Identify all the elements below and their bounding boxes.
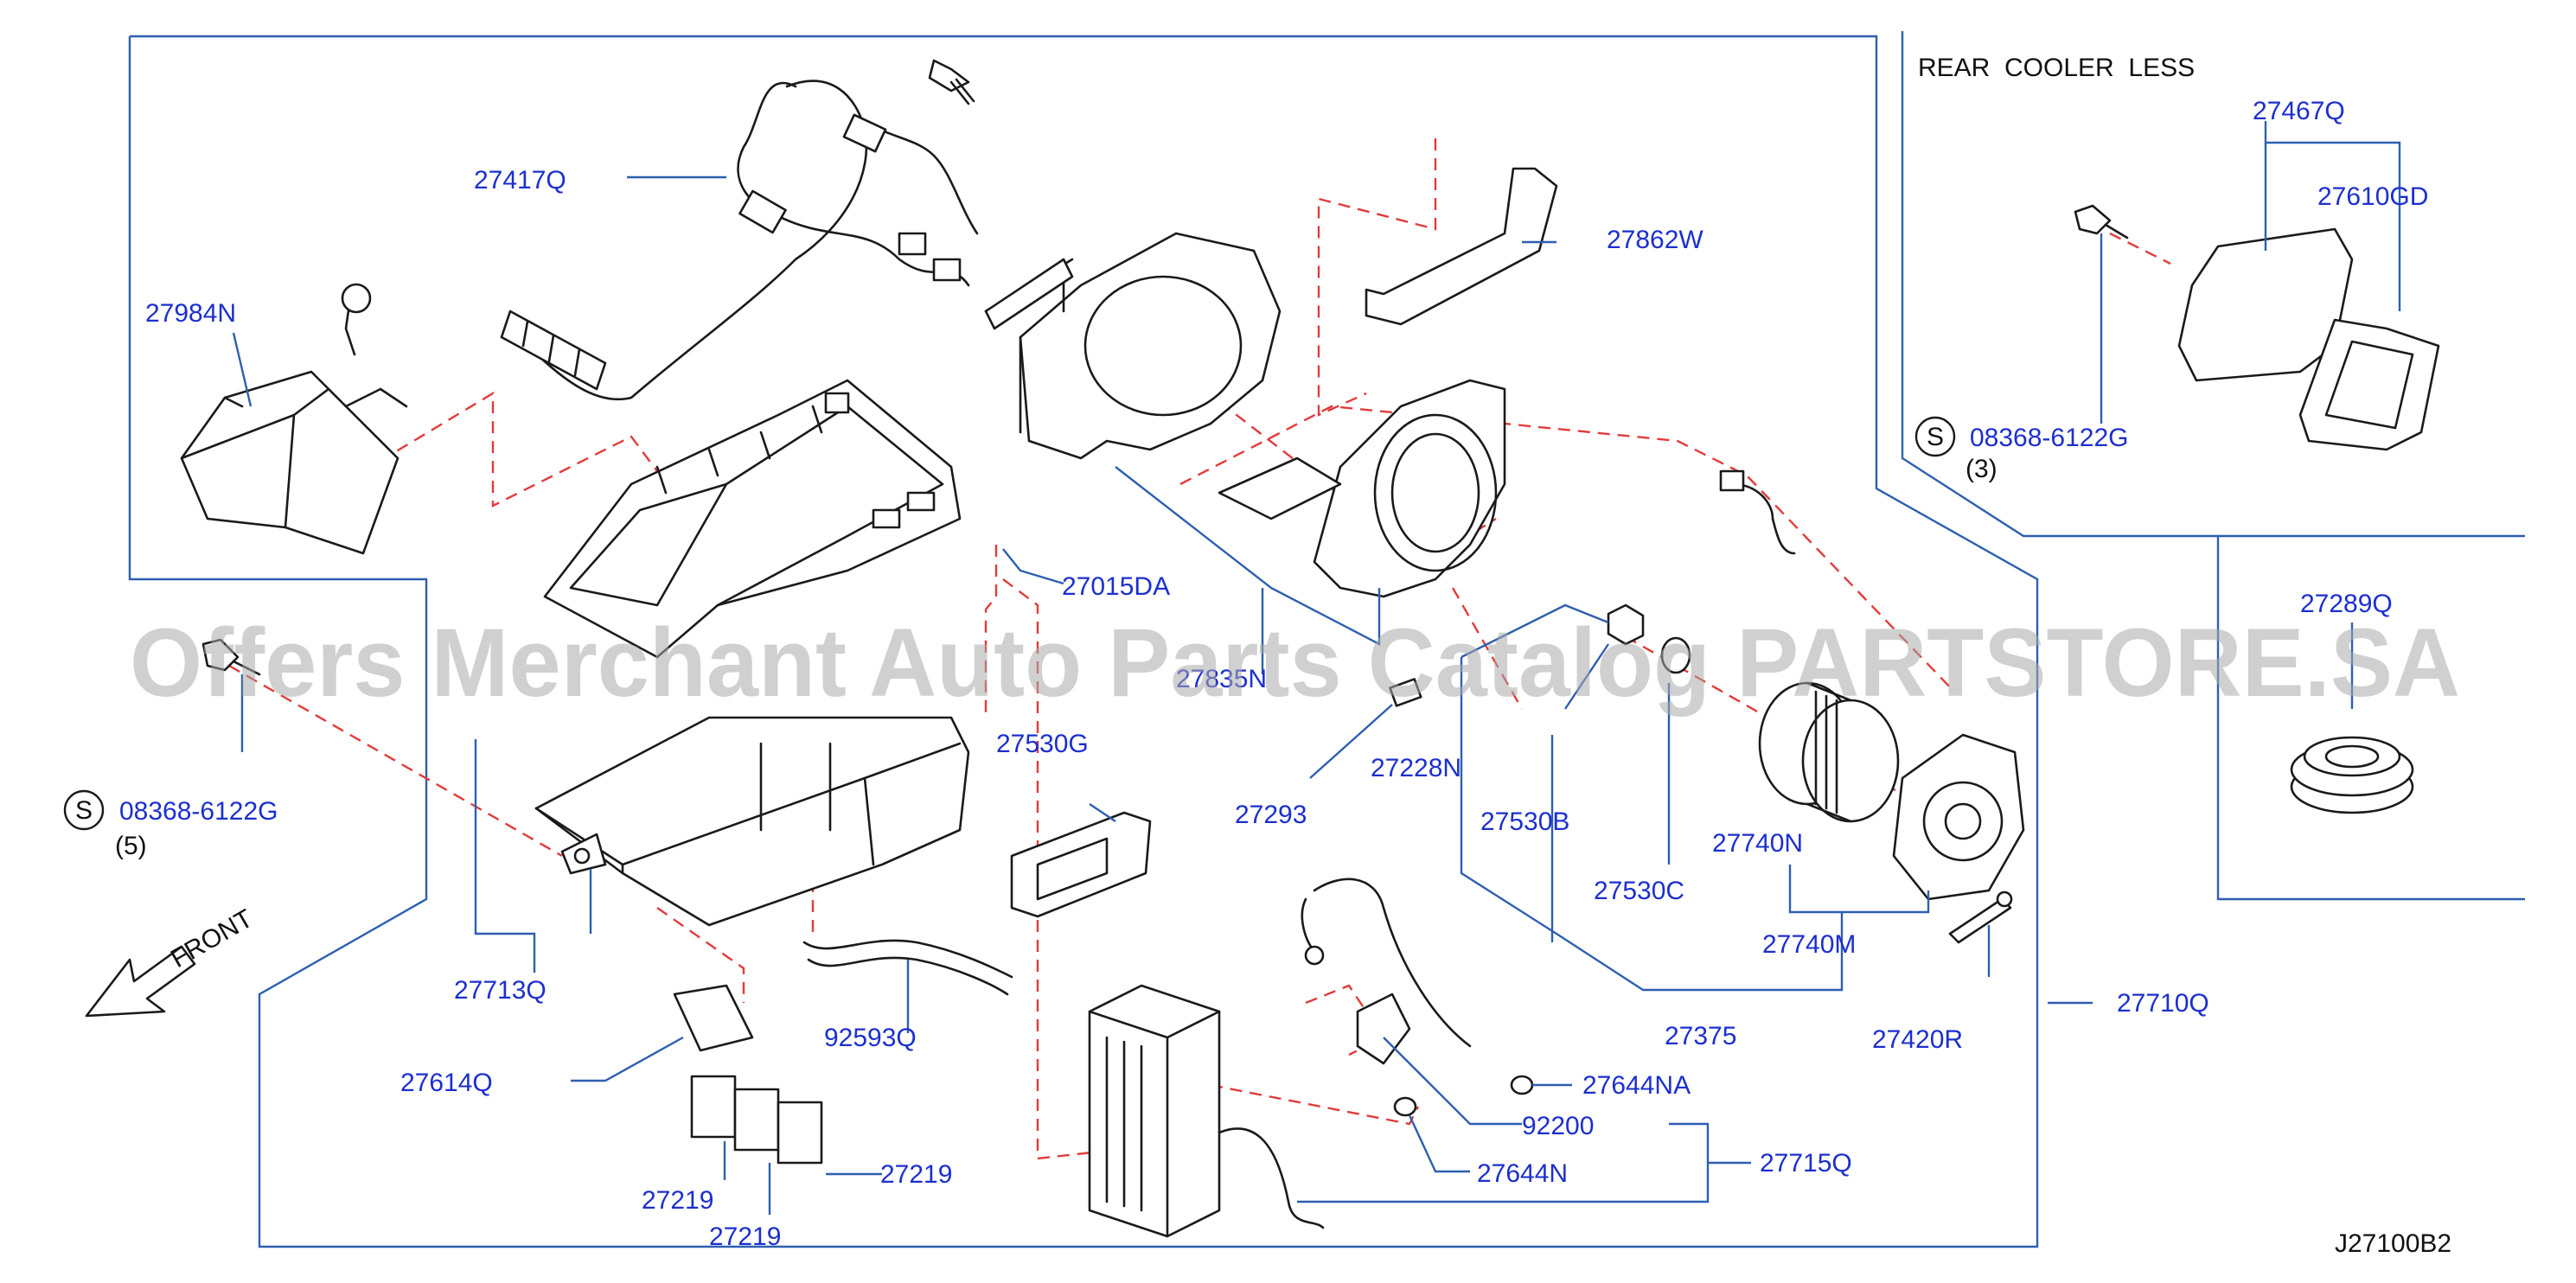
main-assembly-frame	[128, 35, 2039, 1248]
screw-quantity: (3)	[1966, 455, 1998, 483]
part-label-27610GD[interactable]: 27610GD	[2317, 182, 2428, 211]
wire-harness-27417Q	[500, 80, 979, 401]
watermark: Offers Merchant Auto Parts Catalog PARTS…	[130, 609, 2460, 717]
blower-housing	[984, 232, 1282, 460]
lower-heater-case-27713Q	[534, 716, 970, 927]
sensor-27228N	[1389, 678, 1422, 707]
o-ring-27644N	[1393, 1096, 1417, 1117]
evaporator-core	[1088, 984, 1221, 1238]
blower-motor-case	[1218, 379, 1506, 598]
front-label: FRONT	[166, 904, 258, 973]
bracket-27530G	[1010, 811, 1152, 918]
rear-cooler-less-frame	[1901, 31, 2525, 901]
screw-icon	[928, 59, 975, 105]
part-label-92200[interactable]: 92200	[1522, 1112, 1594, 1140]
part-label-27835N[interactable]: 27835N	[1176, 665, 1267, 693]
part-label-27740M[interactable]: 27740M	[1762, 930, 1856, 959]
front-arrow-icon	[85, 945, 196, 1018]
o-ring-27644NA	[1510, 1075, 1534, 1095]
nut-27530B	[1607, 603, 1645, 646]
screw-symbol: S	[75, 796, 93, 825]
part-label-27015DA[interactable]: 27015DA	[1062, 572, 1170, 601]
screw-part-number: 08368-6122G	[1970, 424, 2129, 452]
drain-hose	[1719, 469, 1796, 555]
part-label-27862W[interactable]: 27862W	[1607, 226, 1703, 254]
screw-part-number: 08368-6122G	[119, 797, 278, 826]
part-label-27644NA[interactable]: 27644NA	[1582, 1071, 1691, 1100]
part-label-27530G[interactable]: 27530G	[996, 730, 1089, 758]
part-label-27715Q[interactable]: 27715Q	[1760, 1149, 1852, 1178]
part-label-27713Q[interactable]: 27713Q	[454, 976, 547, 1005]
part-label-27420R[interactable]: 27420R	[1872, 1025, 1963, 1054]
evaporator-pipes	[1218, 878, 1472, 1229]
part-label-27417Q[interactable]: 27417Q	[474, 166, 566, 195]
part-label-27467Q[interactable]: 27467Q	[2253, 97, 2345, 125]
part-label-27740N[interactable]: 27740N	[1712, 829, 1803, 858]
drain-hose-92593Q	[802, 939, 1013, 996]
part-label-27219-c[interactable]: 27219	[709, 1222, 781, 1251]
screw-symbol: S	[1927, 423, 1944, 451]
resistor-27420R	[1948, 890, 2013, 944]
part-label-27644N[interactable]: 27644N	[1477, 1159, 1568, 1188]
part-label-27984N[interactable]: 27984N	[145, 299, 236, 328]
part-label-27289Q[interactable]: 27289Q	[2300, 590, 2393, 618]
leader-lines	[232, 121, 2401, 1215]
part-label-92593Q[interactable]: 92593Q	[824, 1024, 917, 1052]
part-label-27375[interactable]: 27375	[1665, 1022, 1736, 1050]
blower-fan-27740N	[1758, 681, 1900, 823]
bolt-icon	[201, 638, 261, 676]
screw-quantity: (5)	[115, 832, 147, 860]
part-label-27228N[interactable]: 27228N	[1371, 754, 1461, 782]
screw-callout-rear[interactable]: S 08368-6122G (3)	[1914, 416, 2129, 483]
part-label-27530C[interactable]: 27530C	[1594, 877, 1684, 905]
rear-cooler-less-note: REAR COOLER LESS	[1918, 54, 2195, 82]
part-label-27219-a[interactable]: 27219	[880, 1160, 952, 1189]
part-label-27614Q[interactable]: 27614Q	[400, 1069, 493, 1097]
washer-27530C	[1660, 636, 1691, 674]
bracket-27862W	[1365, 167, 1558, 326]
part-label-27530B[interactable]: 27530B	[1480, 807, 1569, 836]
screw-callout-left[interactable]: S 08368-6122G (5)	[63, 789, 278, 860]
upper-heater-case	[543, 379, 962, 659]
cover-27610GD	[2177, 227, 2440, 451]
part-label-27293[interactable]: 27293	[1235, 801, 1307, 829]
blower-motor-27740M	[1892, 733, 2025, 901]
part-label-27710Q[interactable]: 27710Q	[2117, 989, 2209, 1018]
duct-27984N	[180, 283, 408, 555]
actuator-27614Q	[673, 984, 823, 1165]
grommet-27289Q	[2290, 736, 2414, 814]
part-label-27219-b[interactable]: 27219	[642, 1186, 713, 1215]
bolt-rear-icon	[2074, 204, 2129, 239]
diagram-code: J27100B2	[2335, 1229, 2451, 1258]
